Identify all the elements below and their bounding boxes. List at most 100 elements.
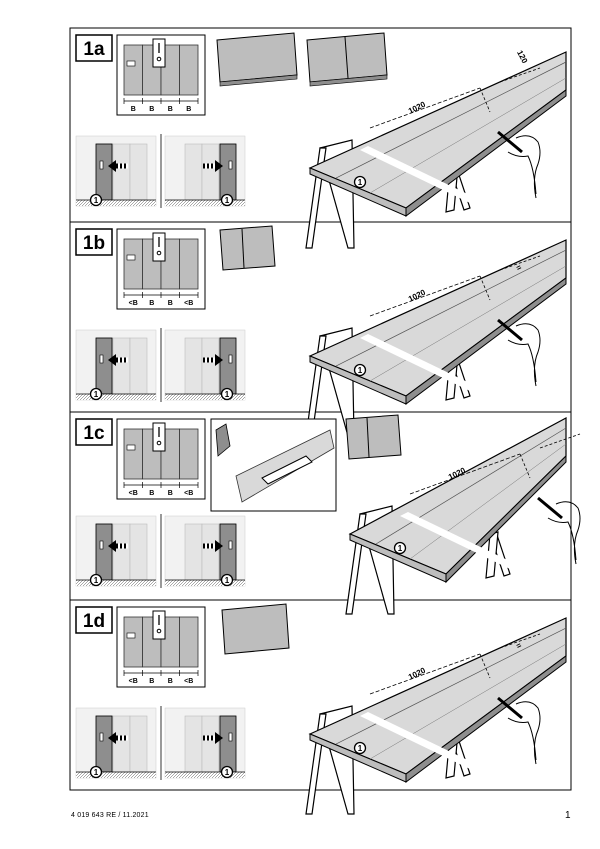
step-label: 1d bbox=[83, 611, 105, 632]
callout-number: 1 bbox=[94, 196, 99, 205]
floor bbox=[76, 772, 156, 778]
floor bbox=[76, 394, 156, 400]
measure-short-label: 120 bbox=[515, 49, 529, 65]
socket-icon bbox=[228, 540, 233, 550]
panel-strip bbox=[179, 428, 199, 480]
page-frame bbox=[69, 27, 572, 791]
panel-profile-thumbnails bbox=[210, 414, 402, 512]
board-end bbox=[349, 533, 447, 583]
socket-icon bbox=[126, 254, 136, 261]
document-code: 4 019 643 RE / 11.2021 bbox=[71, 812, 149, 819]
socket-icon bbox=[99, 160, 104, 170]
socket-icon bbox=[99, 540, 104, 550]
direction-right-diagram: 1 bbox=[164, 329, 246, 401]
active-panel bbox=[219, 715, 237, 773]
panel-strip bbox=[179, 238, 199, 290]
active-panel bbox=[95, 715, 113, 773]
measure-short-label: = bbox=[515, 641, 523, 651]
callout-marker: 1 bbox=[89, 765, 103, 779]
spacing-label: B bbox=[168, 106, 173, 113]
spacing-label: B bbox=[149, 490, 154, 497]
measure-line bbox=[369, 87, 481, 129]
pencil-hand-icon bbox=[497, 696, 541, 765]
board-groove bbox=[375, 427, 567, 545]
panel-profile bbox=[219, 225, 276, 271]
floor bbox=[76, 200, 156, 206]
cut-marker-band bbox=[400, 512, 520, 570]
spacing-label: <B bbox=[184, 678, 193, 685]
active-panel bbox=[219, 523, 237, 581]
panel-strip bbox=[123, 44, 143, 96]
panel-strip bbox=[123, 428, 143, 480]
panel-profile-thumbnails bbox=[216, 32, 388, 87]
direction-left-diagram: 1 bbox=[75, 329, 157, 401]
panel-strip bbox=[123, 616, 143, 668]
callout-marker: 1 bbox=[220, 765, 234, 779]
spacing-label: B bbox=[149, 678, 154, 685]
spacing-label: <B bbox=[129, 300, 138, 307]
detail-box bbox=[210, 418, 337, 512]
active-panel bbox=[95, 523, 113, 581]
board-end bbox=[309, 733, 407, 783]
floor bbox=[165, 394, 245, 400]
direction-left-diagram: 1 bbox=[75, 707, 157, 779]
callout-marker: 1 bbox=[89, 573, 103, 587]
spacing-label: B bbox=[149, 106, 154, 113]
panel-profile bbox=[345, 414, 402, 460]
socket-icon bbox=[99, 354, 104, 364]
step-label-box bbox=[75, 228, 113, 256]
measure-short-label: = bbox=[515, 263, 523, 273]
board-groove bbox=[335, 249, 567, 367]
spacing-label: <B bbox=[129, 490, 138, 497]
cutout-hole bbox=[261, 455, 313, 485]
spacing-label: B bbox=[168, 300, 173, 307]
cut-marker-band bbox=[360, 334, 480, 392]
callout-marker: 1 bbox=[353, 363, 367, 377]
callout-number: 1 bbox=[225, 196, 230, 205]
callout-number: 1 bbox=[225, 768, 230, 777]
panel-profile bbox=[216, 32, 298, 83]
spacing-label: B bbox=[131, 106, 136, 113]
floor bbox=[165, 200, 245, 206]
measure-long-label: 1020 bbox=[407, 288, 427, 304]
measure-line bbox=[369, 275, 481, 317]
active-panel bbox=[219, 337, 237, 395]
spacing-label: B bbox=[149, 300, 154, 307]
callout-number: 1 bbox=[398, 544, 403, 553]
board-on-sawhorse: 1020=1 bbox=[305, 617, 567, 815]
pencil-hand-icon bbox=[537, 496, 581, 565]
board-on-sawhorse: 1020 = 1 bbox=[305, 239, 567, 437]
callout-marker: 1 bbox=[89, 193, 103, 207]
panel-strip bbox=[179, 616, 199, 668]
socket-icon bbox=[126, 444, 136, 451]
page-number: 1 bbox=[565, 810, 571, 821]
step-label: 1b bbox=[83, 233, 105, 254]
floor bbox=[76, 580, 156, 586]
step-label-box bbox=[75, 606, 113, 634]
spacing-label: <B bbox=[129, 678, 138, 685]
measure-long-label: 1020 bbox=[407, 100, 427, 116]
spacing-label: B bbox=[168, 678, 173, 685]
cut-marker-band bbox=[360, 712, 480, 770]
socket-icon bbox=[126, 632, 136, 639]
socket-icon bbox=[228, 732, 233, 742]
callout-number: 1 bbox=[225, 390, 230, 399]
callout-marker: 1 bbox=[220, 573, 234, 587]
socket-icon bbox=[126, 60, 136, 67]
socket-icon bbox=[99, 732, 104, 742]
direction-left-diagram: 1 bbox=[75, 135, 157, 207]
callout-marker: 1 bbox=[220, 193, 234, 207]
callout-marker: 1 bbox=[89, 387, 103, 401]
callout-number: 1 bbox=[358, 744, 363, 753]
step-label: 1a bbox=[83, 39, 105, 60]
wall-panels-diagram: <B B B <B bbox=[123, 610, 199, 685]
step-label: 1c bbox=[83, 423, 105, 444]
